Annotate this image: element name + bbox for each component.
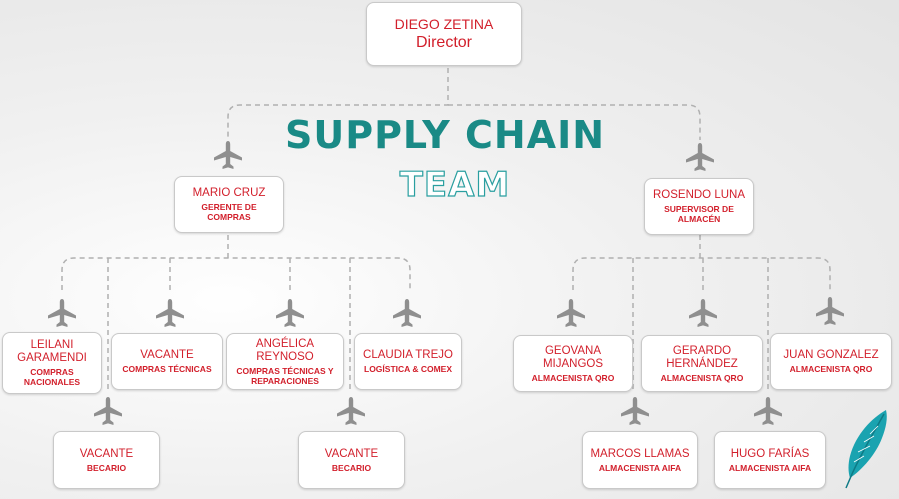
employee-role: BECARIO bbox=[331, 462, 372, 473]
employee-card: GEOVANA MIJANGOS ALMACENISTA QRO bbox=[513, 335, 633, 392]
director-name: DIEGO ZETINA bbox=[394, 16, 494, 32]
employee-name: GEOVANA MIJANGOS bbox=[542, 344, 604, 370]
manager-role: GERENTE DE COMPRAS bbox=[201, 202, 257, 222]
employee-card: CLAUDIA TREJO LOGÍSTICA & COMEX bbox=[354, 333, 462, 390]
employee-card: HUGO FARÍAS ALMACENISTA AIFA bbox=[714, 431, 826, 489]
employee-role: COMPRAS TÉCNICAS bbox=[122, 364, 212, 374]
employee-name: LEILANI GARAMENDI bbox=[17, 339, 87, 364]
airplane-icon bbox=[689, 299, 717, 327]
employee-card: GERARDO HERNÁNDEZ ALMACENISTA QRO bbox=[641, 335, 763, 392]
title-line2: TEAM bbox=[399, 164, 511, 205]
employee-card: VACANTE COMPRAS TÉCNICAS bbox=[111, 333, 223, 390]
employee-name: VACANTE bbox=[79, 447, 134, 460]
employee-role: LOGÍSTICA & COMEX bbox=[364, 364, 452, 374]
employee-name: ANGÉLICA REYNOSO bbox=[255, 337, 315, 363]
employee-card: ANGÉLICA REYNOSO COMPRAS TÉCNICAS Y REPA… bbox=[226, 333, 344, 390]
employee-role: ALMACENISTA AIFA bbox=[728, 462, 812, 473]
manager-role: SUPERVISOR DE ALMACÉN bbox=[664, 204, 734, 224]
employee-name: GERARDO HERNÁNDEZ bbox=[666, 344, 738, 370]
airplane-icon bbox=[686, 143, 714, 171]
airplane-icon bbox=[621, 397, 649, 425]
employee-card: VACANTE BECARIO bbox=[53, 431, 160, 489]
employee-name: JUAN GONZALEZ bbox=[783, 349, 879, 361]
employee-name: HUGO FARÍAS bbox=[730, 447, 810, 460]
employee-role: ALMACENISTA AIFA bbox=[598, 462, 682, 473]
employee-role: BECARIO bbox=[86, 462, 127, 473]
employee-role: ALMACENISTA QRO bbox=[789, 364, 873, 374]
employee-role: COMPRAS TÉCNICAS Y REPARACIONES bbox=[236, 365, 334, 386]
employee-name: VACANTE bbox=[324, 447, 379, 460]
airplane-icon bbox=[557, 299, 585, 327]
manager-name: MARIO CRUZ bbox=[192, 187, 266, 199]
airplane-icon bbox=[754, 397, 782, 425]
title-line1: SUPPLY CHAIN bbox=[285, 113, 606, 157]
employee-card: LEILANI GARAMENDI COMPRAS NACIONALES bbox=[2, 332, 102, 394]
airplane-icon bbox=[393, 299, 421, 327]
airplane-icon bbox=[156, 299, 184, 327]
director-card: DIEGO ZETINA Director bbox=[366, 2, 522, 66]
employee-role: ALMACENISTA QRO bbox=[531, 372, 615, 383]
manager-name: ROSENDO LUNA bbox=[652, 189, 746, 201]
airplane-icon bbox=[214, 141, 242, 169]
employee-card: VACANTE BECARIO bbox=[298, 431, 405, 489]
airplane-icon bbox=[816, 297, 844, 325]
employee-name: MARCOS LLAMAS bbox=[590, 447, 690, 460]
feather-icon bbox=[845, 410, 887, 489]
employee-card: MARCOS LLAMAS ALMACENISTA AIFA bbox=[582, 431, 698, 489]
airplane-icon bbox=[276, 299, 304, 327]
airplane-icon bbox=[48, 299, 76, 327]
manager-card: ROSENDO LUNA SUPERVISOR DE ALMACÉN bbox=[644, 178, 754, 235]
employee-name: VACANTE bbox=[140, 349, 194, 361]
director-role: Director bbox=[415, 34, 472, 51]
employee-role: COMPRAS NACIONALES bbox=[23, 367, 81, 387]
employee-name: CLAUDIA TREJO bbox=[363, 349, 453, 361]
airplane-icon bbox=[337, 397, 365, 425]
airplane-icon bbox=[94, 397, 122, 425]
employee-role: ALMACENISTA QRO bbox=[660, 372, 744, 383]
employee-card: JUAN GONZALEZ ALMACENISTA QRO bbox=[770, 333, 892, 390]
manager-card: MARIO CRUZ GERENTE DE COMPRAS bbox=[174, 176, 284, 233]
